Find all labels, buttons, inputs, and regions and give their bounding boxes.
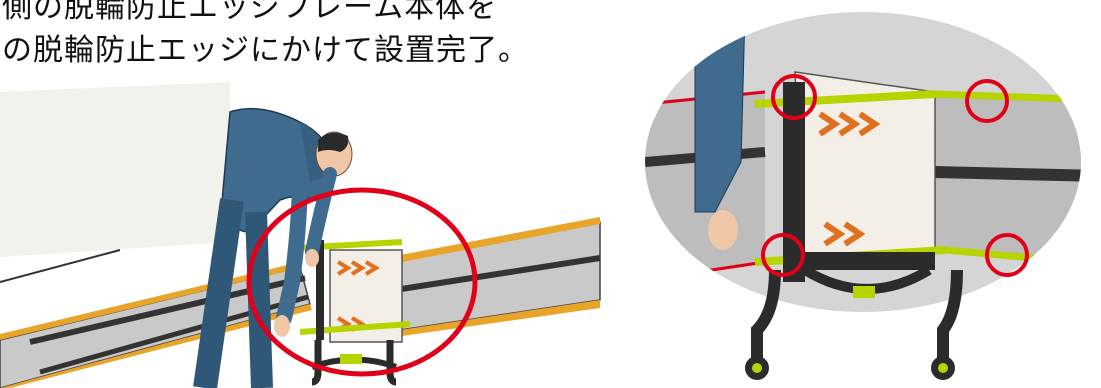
highlight-circle-top-left	[771, 74, 817, 120]
left-illustration	[0, 82, 602, 388]
caption-text: 側の脱輪防止エッジフレーム本体を の脱輪防止エッジにかけて設置完了。	[2, 0, 602, 72]
highlight-ellipse	[246, 187, 478, 377]
highlight-circle-bottom-right	[985, 233, 1029, 277]
right-illustration	[645, 12, 1081, 380]
stand	[745, 252, 963, 380]
caption-line-1: 側の脱輪防止エッジフレーム本体を	[2, 0, 498, 25]
caption-line-2: の脱輪防止エッジにかけて設置完了。	[2, 33, 529, 68]
upper-ramp	[389, 217, 601, 336]
highlight-circle-top-right	[965, 79, 1009, 123]
highlight-circle-bottom-left	[761, 233, 805, 277]
worker-figure	[193, 107, 353, 388]
